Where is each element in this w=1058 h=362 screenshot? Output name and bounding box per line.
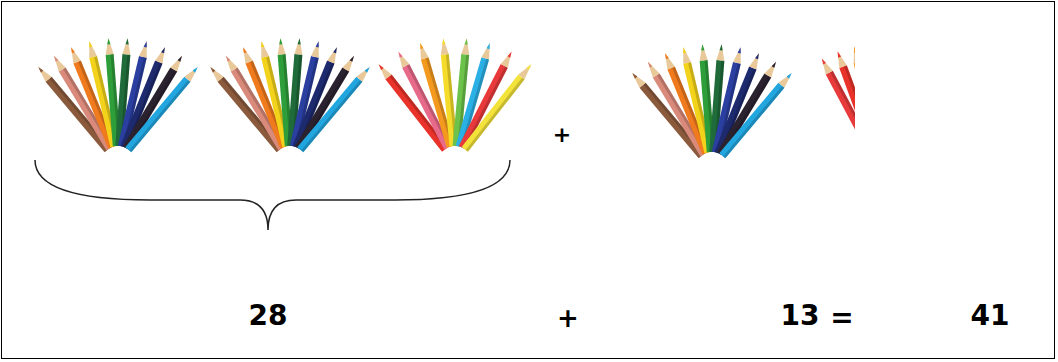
- pencil: [462, 62, 535, 152]
- pencil-fan: [629, 44, 795, 158]
- pencil: [297, 64, 373, 152]
- pencil: [717, 60, 780, 157]
- pencil-fan: [376, 38, 535, 152]
- pencil: [123, 54, 186, 151]
- pencil: [125, 64, 201, 152]
- pencil-fan: [207, 38, 373, 152]
- pencil: [719, 70, 795, 158]
- pencil: [818, 57, 855, 156]
- grouping-brace: [35, 160, 510, 230]
- pencil-fan: [818, 46, 855, 156]
- pencil: [295, 54, 358, 151]
- number-label: 41: [971, 302, 1010, 330]
- pencil: [834, 50, 855, 154]
- pencil-fan: [35, 38, 201, 152]
- number-label: 28: [249, 302, 288, 330]
- pencil: [850, 46, 855, 153]
- operator-sign: +: [553, 124, 571, 146]
- operator-sign: +: [557, 305, 579, 331]
- operator-sign: =: [830, 304, 853, 332]
- number-label: 13: [781, 302, 820, 330]
